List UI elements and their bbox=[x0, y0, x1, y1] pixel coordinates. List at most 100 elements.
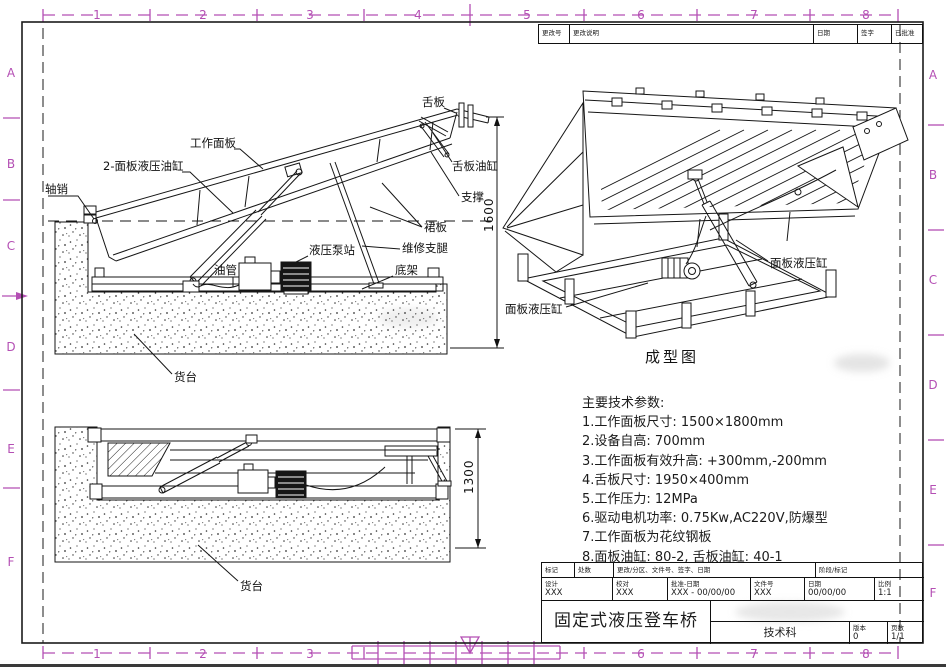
zone-row: A bbox=[929, 68, 938, 82]
zone-row: D bbox=[928, 378, 937, 392]
tb-empty-cell bbox=[711, 601, 924, 622]
revision-col-description: 更改说明 bbox=[569, 25, 813, 43]
zone-col: 2 bbox=[199, 8, 207, 22]
tech-param-item: 7.工作面板为花纹钢板 bbox=[582, 530, 712, 546]
zone-row: E bbox=[7, 442, 15, 456]
field-label: 设计 bbox=[545, 580, 558, 588]
label-oil-pipe: 油管 bbox=[214, 263, 237, 277]
zone-col: 8 bbox=[862, 8, 870, 22]
zone-col: 1 bbox=[93, 8, 101, 22]
tb-stage-label: 阶段/标记 bbox=[819, 566, 848, 574]
field-value: XXX - 00/00/00 bbox=[671, 588, 736, 598]
label-panel-cylinder-right: 面板液压缸 bbox=[770, 256, 828, 270]
label-skirt-plate: 裙板 bbox=[424, 220, 447, 234]
label-panel-cylinder-left: 面板液压缸 bbox=[505, 302, 563, 316]
revision-col-change-no: 更改号 bbox=[542, 29, 562, 37]
tech-params: 主要技术参数: 1.工作面板尺寸: 1500×1800mm 2.设备自高: 70… bbox=[582, 394, 934, 567]
sheet-frame bbox=[0, 21, 946, 667]
title-block-row1: 标记 处数 更改/分区、文件号、签字、日期 阶段/标记 bbox=[542, 563, 924, 578]
zone-row: E bbox=[929, 483, 937, 497]
view-lowered-labels: 货台 1300 bbox=[240, 459, 476, 593]
tech-param-item: 2.设备自高: 700mm bbox=[582, 434, 706, 450]
tb-mark-label: 标记 bbox=[545, 566, 558, 574]
label-dock-platform-2: 货台 bbox=[240, 579, 263, 593]
label-lip-plate: 舌板 bbox=[422, 95, 445, 109]
dimension-1600: 1600 bbox=[482, 197, 496, 232]
field-label: 页数 bbox=[891, 624, 904, 632]
zone-row: F bbox=[8, 555, 15, 569]
field-label: 校对 bbox=[616, 580, 629, 588]
zone-labels: 1 2 3 4 5 6 7 8 1 2 3 6 7 8 A B C D E F … bbox=[6, 8, 938, 661]
zone-row: B bbox=[7, 157, 15, 171]
zone-row: B bbox=[929, 168, 937, 182]
label-support: 支撑 bbox=[461, 190, 484, 204]
label-axle-pin: 轴销 bbox=[45, 182, 68, 196]
revision-col-approved: 已批准 bbox=[891, 25, 922, 43]
zone-col: 7 bbox=[750, 8, 758, 22]
label-maintenance-leg: 维修支腿 bbox=[402, 241, 448, 255]
field-value: 1/1 bbox=[891, 632, 905, 642]
zone-row: D bbox=[6, 340, 15, 354]
label-work-platform: 工作面板 bbox=[190, 136, 236, 150]
field-value: 1:1 bbox=[878, 588, 892, 598]
zone-row: F bbox=[930, 586, 937, 600]
tech-param-item: 6.驱动电机功率: 0.75Kw,AC220V,防爆型 bbox=[582, 511, 828, 527]
view-raised-labels: 轴销 2-面板液压油缸 工作面板 舌板 舌板油缸 支撑 裙板 维修支腿 液压泵站… bbox=[45, 95, 498, 384]
revision-strip: 更改号 更改说明 日期 签字 已批准 bbox=[538, 24, 923, 44]
tech-param-item: 8.面板油缸: 80-2, 舌板油缸: 40-1 bbox=[582, 549, 783, 565]
zone-col: 3 bbox=[306, 8, 314, 22]
revision-col-signature: 签字 bbox=[857, 25, 891, 43]
field-value: XXX bbox=[545, 588, 563, 598]
field-label: 批准-日期 bbox=[671, 580, 700, 588]
zone-col: 2 bbox=[199, 647, 207, 661]
zone-col: 8 bbox=[862, 647, 870, 661]
zone-col: 7 bbox=[750, 647, 758, 661]
tech-param-item: 5.工作压力: 12MPa bbox=[582, 492, 698, 508]
tech-params-title: 主要技术参数: bbox=[582, 396, 665, 411]
department: 技术科 bbox=[763, 626, 797, 639]
tb-department-cell: 技术科 bbox=[711, 622, 849, 644]
isometric-caption: 成型图 bbox=[645, 348, 699, 366]
tech-param-item: 1.工作面板尺寸: 1500×1800mm bbox=[582, 415, 784, 431]
zone-col: 1 bbox=[93, 647, 101, 661]
view-isometric-labels: 面板液压缸 面板液压缸 成型图 bbox=[505, 256, 828, 366]
field-label: 文件号 bbox=[754, 580, 774, 588]
zone-col: 5 bbox=[523, 8, 531, 22]
zone-border-ruler bbox=[2, 4, 944, 664]
tb-drawing-title-cell: 固定式液压登车桥 bbox=[542, 601, 710, 644]
revision-col-date: 日期 bbox=[813, 25, 857, 43]
field-label: 版本 bbox=[853, 624, 866, 632]
view-lowered bbox=[54, 426, 486, 582]
tb-count-label: 处数 bbox=[578, 566, 591, 574]
zone-col: 4 bbox=[414, 8, 422, 22]
drawing-title: 固定式液压登车桥 bbox=[554, 611, 698, 631]
zone-col: 6 bbox=[637, 647, 645, 661]
label-lip-cylinder: 舌板油缸 bbox=[452, 159, 498, 173]
view-raised bbox=[48, 102, 504, 375]
view-isometric bbox=[502, 87, 909, 339]
tech-param-item: 3.工作面板有效升高: +300mm,-200mm bbox=[582, 453, 827, 469]
field-label: 日期 bbox=[808, 580, 821, 588]
zone-row: C bbox=[7, 239, 15, 253]
label-panel-cylinders: 2-面板液压油缸 bbox=[103, 159, 184, 173]
zone-col: 3 bbox=[306, 647, 314, 661]
label-dock-platform: 货台 bbox=[174, 370, 197, 384]
label-pump-station: 液压泵站 bbox=[309, 243, 355, 257]
zone-row: C bbox=[929, 273, 937, 287]
field-value: 0 bbox=[853, 632, 859, 642]
zone-col: 6 bbox=[637, 8, 645, 22]
dimension-1300: 1300 bbox=[462, 459, 476, 494]
